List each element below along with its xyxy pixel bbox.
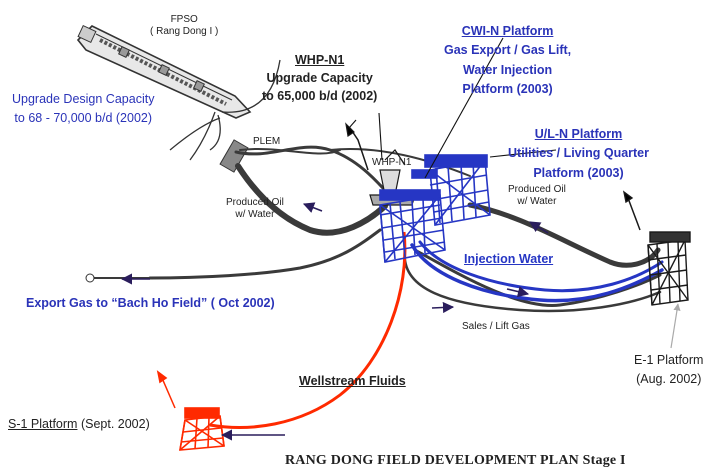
whp-tag: WHP-N1 [372, 157, 412, 168]
pipeline-network [89, 145, 662, 313]
wellstream-label: Wellstream Fluids [299, 374, 406, 388]
produced-oil-left-line2: w/ Water [235, 209, 275, 220]
flow-arrows [120, 202, 549, 441]
mooring-lines [169, 59, 281, 161]
s1-platform [156, 370, 225, 451]
upgrade-design-line2: to 68 - 70,000 b/d (2002) [14, 111, 153, 126]
injection-water-arrow [506, 286, 530, 298]
whp-label: WHP-N1 Upgrade Capacity to 65,000 b/d (2… [262, 51, 377, 105]
plem-manifold [219, 139, 249, 173]
e1-pointer [670, 303, 681, 349]
fpso-label-line1: FPSO [170, 14, 198, 25]
cwi-label: CWI-N Platform Gas Export / Gas Lift, Wa… [444, 22, 571, 100]
e1-line1: E-1 Platform [634, 353, 704, 367]
export-gas-label: Export Gas to “Bach Ho Field” ( Oct 2002… [26, 296, 275, 310]
injection-water-label: Injection Water [464, 252, 554, 266]
fpso-label: FPSO ( Rang Dong I ) [150, 14, 218, 38]
uln-line1: Utilities / Living Quarter [508, 146, 649, 161]
upgrade-design-label: Upgrade Design Capacity to 68 - 70,000 b… [12, 90, 154, 129]
produced-oil-right-line2: w/ Water [517, 196, 557, 207]
cwi-n-platform [379, 189, 446, 263]
produced-oil-right-arrow [529, 221, 549, 234]
uln-label: U/L-N Platform Utilities / Living Quarte… [508, 125, 649, 183]
fpso-vessel [76, 24, 252, 119]
cwi-line3: Platform (2003) [462, 82, 553, 97]
cwi-line2: Water Injection [462, 62, 553, 77]
sales-gas-arrow [431, 301, 455, 314]
injection-water-lines [410, 240, 664, 303]
produced-oil-left-arrow [302, 202, 323, 213]
e1-label: E-1 Platform (Aug. 2002) [634, 351, 703, 389]
whp-title: WHP-N1 [295, 53, 345, 67]
ul-n-platform [411, 154, 491, 226]
s1-title: S-1 Platform [8, 417, 78, 431]
whp-line1: Upgrade Capacity [266, 71, 373, 86]
produced-oil-left-line1: Produced Oil [226, 197, 284, 208]
wellstream-pipeline [209, 231, 407, 429]
produced-oil-right-line1: Produced Oil [508, 184, 566, 195]
plem-label: PLEM [253, 136, 281, 147]
e1-platform [622, 190, 691, 306]
uln-title: U/L-N Platform [534, 127, 623, 141]
label-pointers [348, 37, 557, 179]
e1-line2: (Aug. 2002) [636, 371, 702, 386]
produced-oil-left-label: Produced Oil w/ Water [226, 197, 284, 221]
diagram-title: RANG DONG FIELD DEVELOPMENT PLAN Stage I [285, 453, 626, 468]
whp-line2: to 65,000 b/d (2002) [262, 89, 378, 104]
uln-line2: Platform (2003) [533, 165, 624, 180]
cwi-title: CWI-N Platform [461, 24, 554, 38]
export-gas-end [85, 273, 95, 283]
fpso-label-line2: ( Rang Dong I ) [150, 26, 219, 37]
produced-oil-right-label: Produced Oil w/ Water [508, 184, 566, 208]
cwi-line1: Gas Export / Gas Lift, [444, 43, 572, 58]
upgrade-design-line1: Upgrade Design Capacity [12, 92, 155, 106]
s1-date: (Sept. 2002) [77, 417, 150, 431]
sales-lift-gas-label: Sales / Lift Gas [462, 321, 530, 332]
s1-label: S-1 Platform (Sept. 2002) [8, 417, 150, 432]
